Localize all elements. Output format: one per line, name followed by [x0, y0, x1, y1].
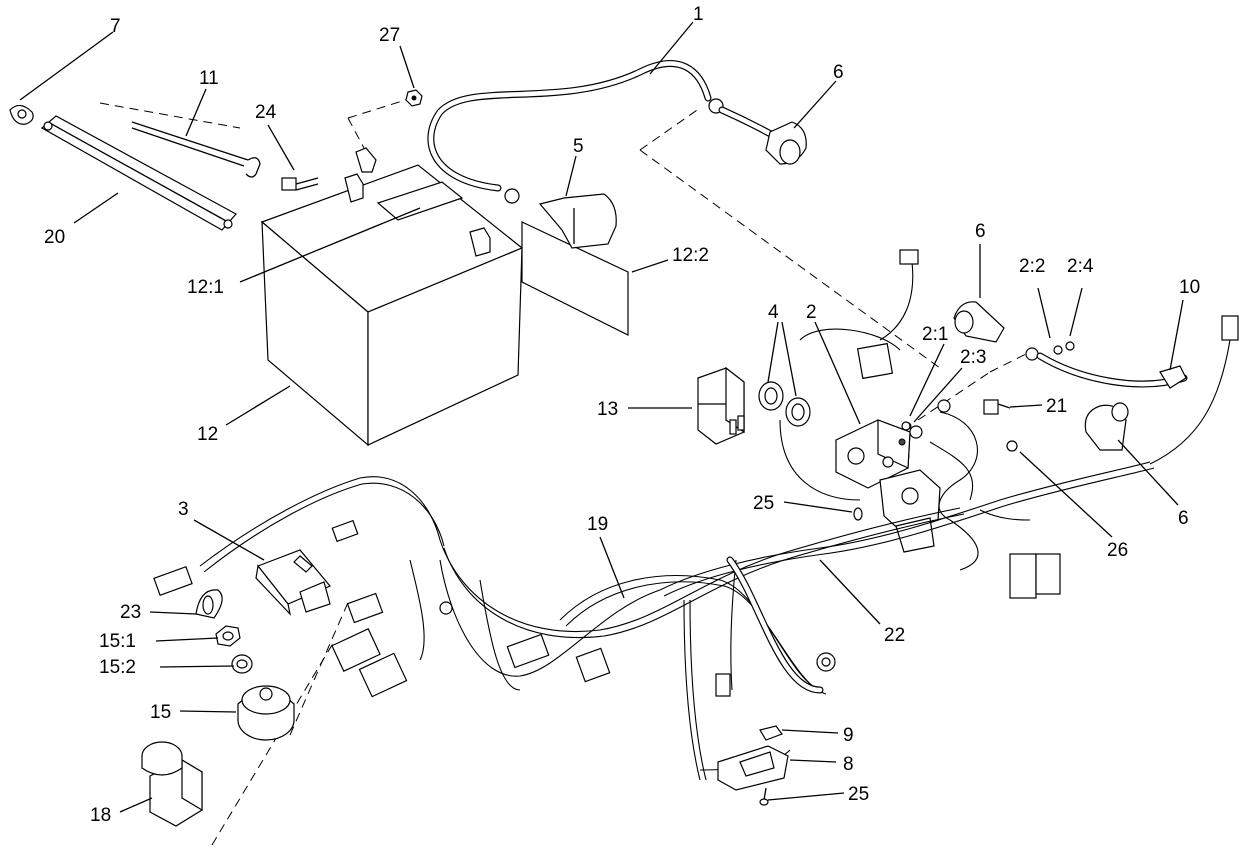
callout-2: 2: [806, 302, 817, 323]
hold-down-rod: [131, 121, 261, 178]
leader-lines: [19, 21, 1184, 813]
battery-warning-decal: [521, 221, 629, 336]
interlock-switch: [717, 745, 789, 791]
starter-solenoid: [835, 419, 923, 489]
key-cover: [195, 589, 223, 619]
callout-5: 5: [573, 136, 584, 157]
callout-6-right: 6: [1178, 508, 1189, 529]
terminal-boot-mid: [953, 301, 1005, 343]
relay: [697, 366, 745, 445]
callout-18: 18: [90, 805, 111, 826]
pto-switch: [141, 741, 203, 827]
ground-ring-terminal: [726, 556, 836, 694]
callout-labels: 7 11 27 24 1 6 5 12:1 12:2 20 12 6 2:2 2…: [44, 4, 1200, 826]
callout-3: 3: [178, 499, 189, 520]
callout-25-lower: 25: [848, 784, 869, 805]
callout-12: 12: [197, 424, 218, 445]
screw-25-lower: [759, 787, 769, 806]
callout-25-mid: 25: [753, 493, 774, 514]
callout-12-2: 12:2: [672, 245, 709, 266]
terminal-boot-5: [538, 193, 617, 249]
callout-21: 21: [1046, 396, 1067, 417]
solenoid-bracket: [879, 469, 941, 553]
solenoid-nut-small: [901, 421, 911, 431]
screw-25-mid: [853, 507, 863, 521]
callout-20: 20: [44, 227, 65, 248]
callout-15: 15: [150, 702, 171, 723]
callout-24: 24: [255, 102, 277, 123]
callout-27: 27: [379, 25, 400, 46]
switch-washer: [231, 654, 253, 674]
callout-26: 26: [1107, 540, 1128, 561]
ignition-switch: [237, 685, 295, 741]
callout-19: 19: [587, 514, 608, 535]
callout-2-2: 2:2: [1019, 256, 1045, 277]
callout-12-1: 12:1: [187, 277, 224, 298]
solenoid-ring: [937, 399, 951, 413]
battery-cable-negative: [1025, 341, 1188, 389]
callout-22: 22: [884, 625, 905, 646]
callout-10: 10: [1179, 277, 1200, 298]
callout-2-3: 2:3: [960, 347, 986, 368]
callout-1: 1: [693, 4, 704, 25]
battery: [260, 147, 629, 447]
callout-23: 23: [120, 602, 141, 623]
terminal-boot-right: [1084, 402, 1129, 451]
callout-8: 8: [843, 754, 854, 775]
bolt-21: [983, 399, 1011, 415]
assembly-lines: [99, 97, 1031, 846]
control-module: [255, 549, 331, 616]
battery-label-decal: [376, 181, 464, 221]
callout-6-top: 6: [833, 62, 844, 83]
switch-nut: [215, 625, 241, 647]
terminal-bolt: [281, 177, 319, 191]
wing-nut: [9, 104, 34, 125]
harness-connectors: [153, 249, 1239, 698]
battery-cable-positive: [427, 60, 782, 204]
callout-2-1: 2:1: [922, 324, 948, 345]
hold-down-bar: [40, 115, 237, 231]
callout-2-4: 2:4: [1067, 256, 1094, 277]
callout-7: 7: [110, 16, 121, 37]
callout-11: 11: [199, 68, 219, 89]
terminal-nut: [405, 89, 423, 107]
callout-6-mid: 6: [975, 221, 986, 242]
callout-15-1: 15:1: [99, 631, 136, 652]
nut-26: [1006, 440, 1018, 452]
callout-9: 9: [843, 725, 854, 746]
callout-13: 13: [597, 399, 618, 420]
switch-plate: [759, 725, 783, 741]
terminal-boot-top: [765, 121, 807, 165]
callout-4: 4: [768, 302, 779, 323]
grommets: [758, 381, 811, 427]
callout-15-2: 15:2: [99, 657, 136, 678]
